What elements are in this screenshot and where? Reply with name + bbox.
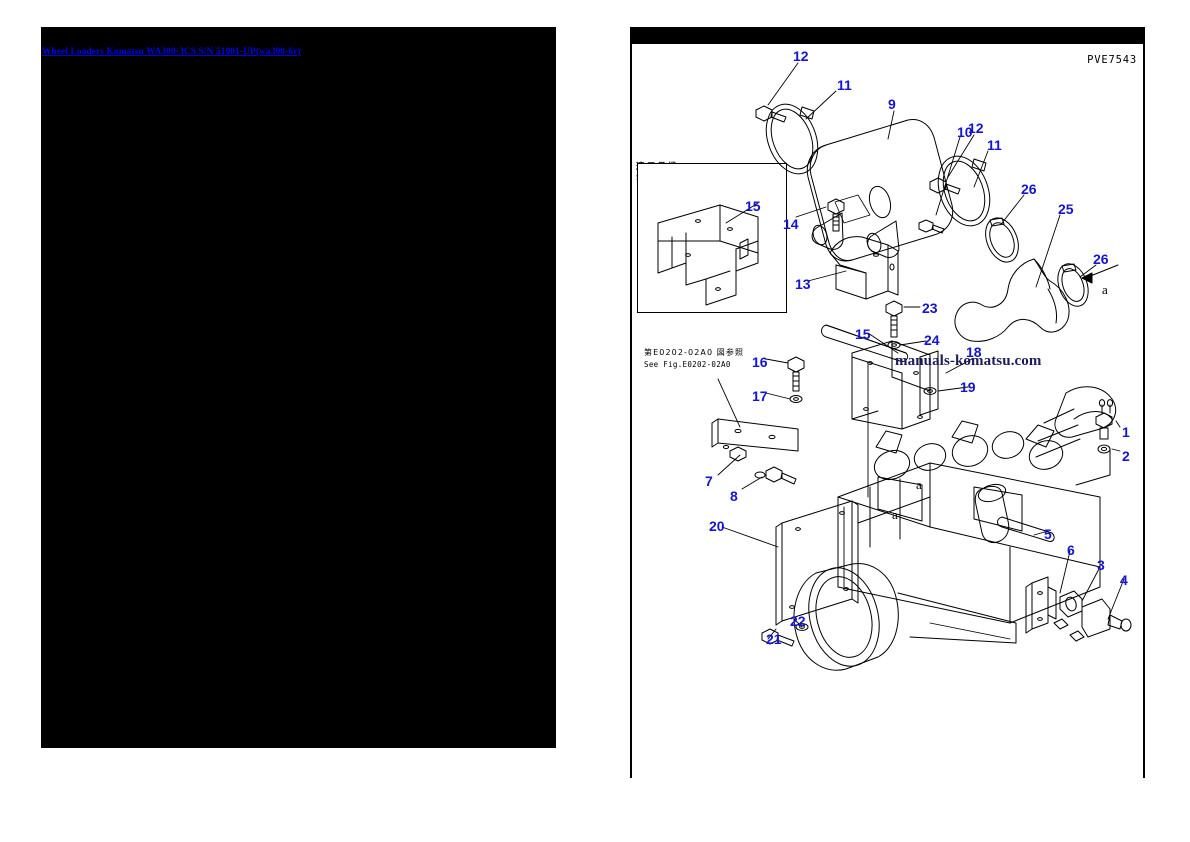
- marker-letter-a-1: a: [1102, 282, 1108, 297]
- engine-block: [794, 387, 1116, 674]
- marker-letter-a-2: a: [916, 477, 922, 492]
- document-thumbnail-panel: Wheel Loaders Komatsu WA300-3CS S/N 5100…: [41, 27, 556, 748]
- callout-26-b: 26: [1093, 251, 1109, 267]
- bolt-14: [828, 199, 844, 231]
- figure-reference: 第E0202-02A0 図参照 See Fig.E0202-02A0: [644, 347, 744, 369]
- callout-18: 18: [966, 344, 982, 360]
- arrow-a-leader: [1088, 265, 1118, 277]
- page-top-bar: [630, 27, 1145, 44]
- callout-6: 6: [1067, 542, 1075, 558]
- callout-5: 5: [1044, 526, 1052, 542]
- site-watermark: manuals-komatsu.com: [895, 353, 1042, 369]
- clamp-ring-left: [757, 97, 827, 181]
- callout-12-b: 12: [968, 120, 984, 136]
- muffler-bolt-10: [919, 220, 944, 233]
- exploded-parts-drawing: [630, 27, 1145, 778]
- plate-7: [712, 419, 798, 461]
- callout-22: 22: [790, 613, 806, 629]
- sensor-1: [1096, 400, 1113, 439]
- callout-19: 19: [960, 379, 976, 395]
- drawing-code: PVE7543: [1087, 54, 1137, 66]
- callout-25: 25: [1058, 201, 1074, 217]
- centre-mount-bracket: [852, 341, 930, 429]
- callout-14: 14: [783, 216, 799, 232]
- exhaust-elbow-25: [955, 259, 1069, 341]
- callout-4: 4: [1120, 572, 1128, 588]
- callout-7: 7: [705, 473, 713, 489]
- callout-24: 24: [924, 332, 940, 348]
- callout-17: 17: [752, 388, 768, 404]
- callout-16: 16: [752, 354, 768, 370]
- parts-diagram-page: PVE7543 適用号機 Serial No.51005〜 第E0202-02A…: [630, 27, 1145, 778]
- callout-12: 12: [793, 48, 809, 64]
- callout-20: 20: [709, 518, 725, 534]
- bolt-16: [788, 357, 804, 391]
- clamp-bolt-upper: [756, 106, 786, 122]
- callout-10: 10: [957, 124, 973, 140]
- arrow-a-head: [1082, 273, 1092, 283]
- page-left-rule: [630, 44, 632, 778]
- bracket-15-inset: [658, 205, 758, 305]
- callout-23: 23: [922, 300, 938, 316]
- leader-lines: [718, 63, 1124, 639]
- bolt-8: [755, 467, 796, 484]
- marker-letter-a-3: a: [892, 507, 898, 522]
- serial-note-inset-box: [637, 163, 787, 313]
- bracket-6: [1026, 577, 1056, 633]
- clamp-bolt-lower: [930, 178, 960, 194]
- rod-5: [998, 517, 1055, 541]
- callout-15: 15: [745, 198, 761, 214]
- washer-17: [790, 396, 802, 403]
- muffler-body: [807, 119, 952, 260]
- bolt-21: [762, 629, 794, 646]
- seal-ring-26-right: [1052, 260, 1093, 311]
- callout-13: 13: [795, 276, 811, 292]
- callout-2: 2: [1122, 448, 1130, 464]
- seal-ring-26-left: [979, 213, 1024, 267]
- cover-plate-20: [776, 501, 858, 625]
- callout-11-b: 11: [987, 137, 1002, 153]
- callout-11: 11: [837, 77, 852, 93]
- figure-reference-japanese: 第E0202-02A0 図参照: [644, 348, 745, 357]
- bracket-18: [920, 351, 938, 415]
- clamp-3: [1054, 591, 1082, 629]
- clamp-ring-right: [929, 149, 999, 233]
- washer-22: [796, 624, 808, 631]
- callout-26: 26: [1021, 181, 1037, 197]
- callout-8: 8: [730, 488, 738, 504]
- figure-reference-english: See Fig.E0202-02A0: [644, 360, 731, 369]
- washer-2: [1076, 445, 1110, 485]
- bolt-19: [924, 388, 936, 395]
- bracket-13: [830, 237, 898, 299]
- callout-9: 9: [888, 96, 896, 112]
- callout-3: 3: [1097, 557, 1105, 573]
- callout-1: 1: [1122, 424, 1130, 440]
- sensor-4: [1070, 599, 1131, 641]
- bolt-23: [886, 301, 902, 337]
- callout-15-b: 15: [855, 326, 871, 342]
- page-right-rule: [1143, 44, 1145, 778]
- callout-21: 21: [766, 631, 782, 647]
- document-title-link[interactable]: Wheel Loaders Komatsu WA300-3CS S/N 5100…: [42, 47, 301, 57]
